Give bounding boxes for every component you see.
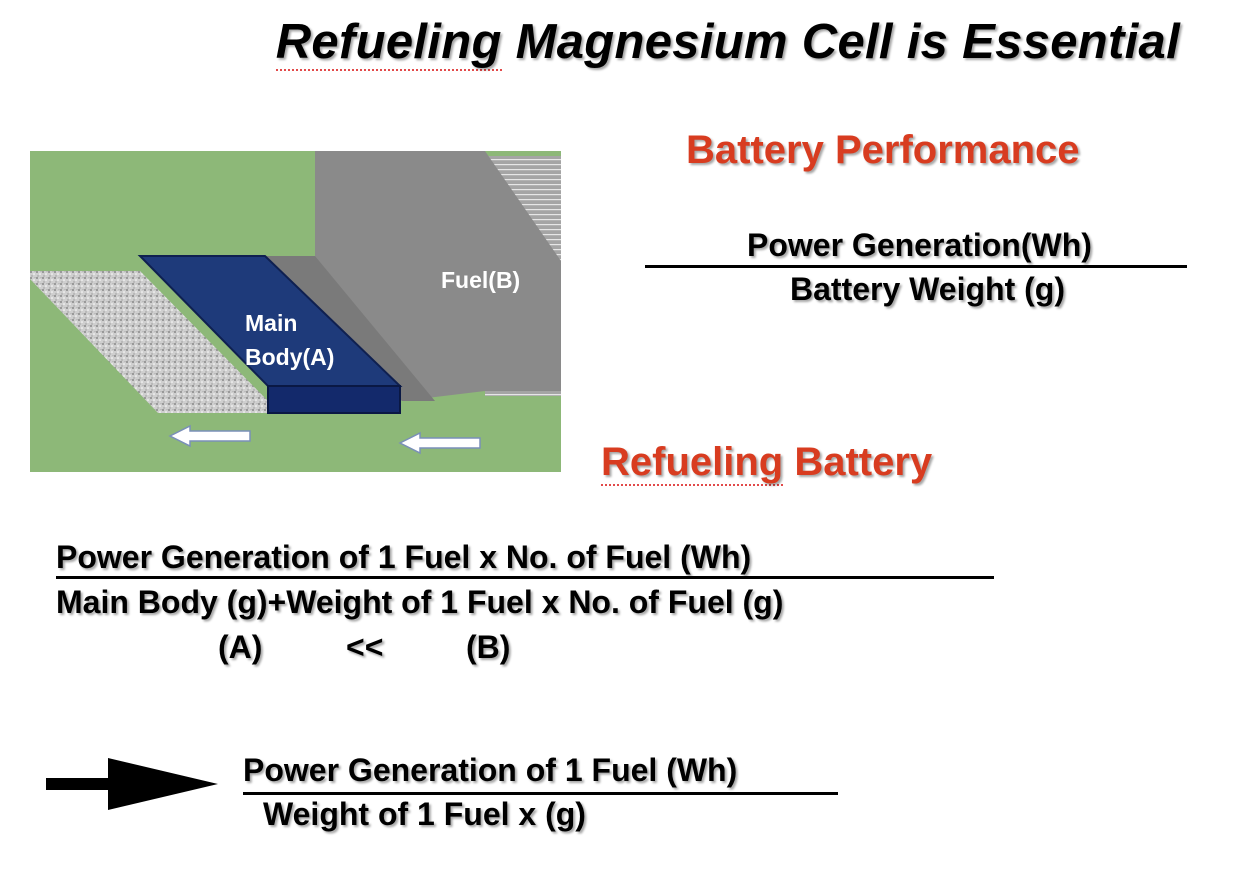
result-denominator: Weight of 1 Fuel x (g) [263,796,586,832]
page-title: Refueling Magnesium Cell is Essential [0,14,1180,71]
battery-performance-numerator: Power Generation(Wh) [747,227,1092,263]
electrode-plate [30,271,268,413]
refueling-denominator: Main Body (g)+Weight of 1 Fuel x No. of … [56,584,784,620]
result-arrow-icon [46,758,218,810]
main-body-label-line1: Main [245,310,298,336]
refueling-heading-rest: Battery [783,440,933,484]
battery-illustration: Main Body(A) Fuel(B) [30,151,561,472]
battery-diagram-svg [30,151,561,472]
refueling-numerator: Power Generation of 1 Fuel x No. of Fuel… [56,539,752,575]
main-body-label: Main Body(A) [245,306,334,374]
comparison-left: (A) [218,629,263,665]
right-arrow-icon [398,431,481,455]
battery-performance-denominator: Battery Weight (g) [790,271,1065,307]
title-rest: Magnesium Cell is Essential [501,15,1180,69]
left-arrow-icon [168,424,251,448]
fuel-label: Fuel(B) [441,267,521,293]
main-body-front [267,385,401,414]
refueling-heading-underlined-word: Refueling [601,440,784,486]
separator-plate [265,256,435,401]
battery-performance-fraction-bar [645,265,1187,268]
refueling-fraction-bar [56,576,994,579]
result-numerator: Power Generation of 1 Fuel (Wh) [243,752,738,788]
battery-performance-heading: Battery Performance [686,128,1080,172]
title-underlined-word: Refueling [275,15,502,71]
refueling-battery-heading: Refueling Battery [601,440,933,486]
comparison-operator: << [346,629,384,665]
main-body-label-line2: Body(A) [245,344,335,370]
result-fraction-bar [243,792,838,795]
comparison-right: (B) [466,629,511,665]
